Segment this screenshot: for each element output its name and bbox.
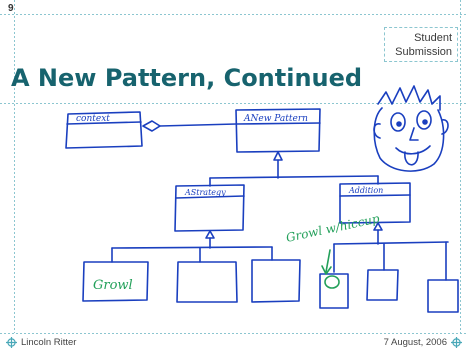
aggregation-link <box>142 120 237 132</box>
submission-line-2: Submission <box>395 46 452 58</box>
pattern-label: ANew Pattern <box>243 114 308 124</box>
addition-label: Addition <box>348 186 383 195</box>
addition-class: Addition <box>339 182 411 224</box>
page-number: 9 <box>8 3 14 14</box>
strategy-subclass-2 <box>176 261 238 303</box>
submission-line-1: Student <box>414 32 452 44</box>
addition-subclasses <box>319 222 459 313</box>
growl-hiccup-class <box>319 273 349 309</box>
footer-right: 7 August, 2006 <box>384 337 462 348</box>
pattern-class: ANew Pattern <box>235 108 321 153</box>
crosshair-icon <box>451 337 462 348</box>
footer-date: 7 August, 2006 <box>383 337 447 348</box>
strategy-class: AStrategy <box>174 184 245 232</box>
footer-left: Lincoln Ritter <box>6 337 76 348</box>
inheritance-to-pattern <box>209 151 379 187</box>
addition-subclass-3 <box>427 279 459 313</box>
footer-author: Lincoln Ritter <box>21 337 77 348</box>
addition-subclass-2 <box>366 269 399 301</box>
student-submission-box: Student Submission <box>384 27 458 62</box>
growl-hiccup-label: Growl w/hiccup <box>285 211 381 245</box>
context-class: context <box>65 111 143 149</box>
strategy-subclasses: Growl <box>82 230 301 303</box>
growl-label: Growl <box>93 278 133 293</box>
strategy-label: AStrategy <box>184 188 226 197</box>
strategy-subclass-3 <box>251 259 301 303</box>
crosshair-icon <box>6 337 17 348</box>
cartoon-face <box>373 85 449 172</box>
slide-title: A New Pattern, Continued <box>11 64 363 92</box>
growl-class <box>82 261 149 302</box>
context-label: context <box>76 114 110 124</box>
